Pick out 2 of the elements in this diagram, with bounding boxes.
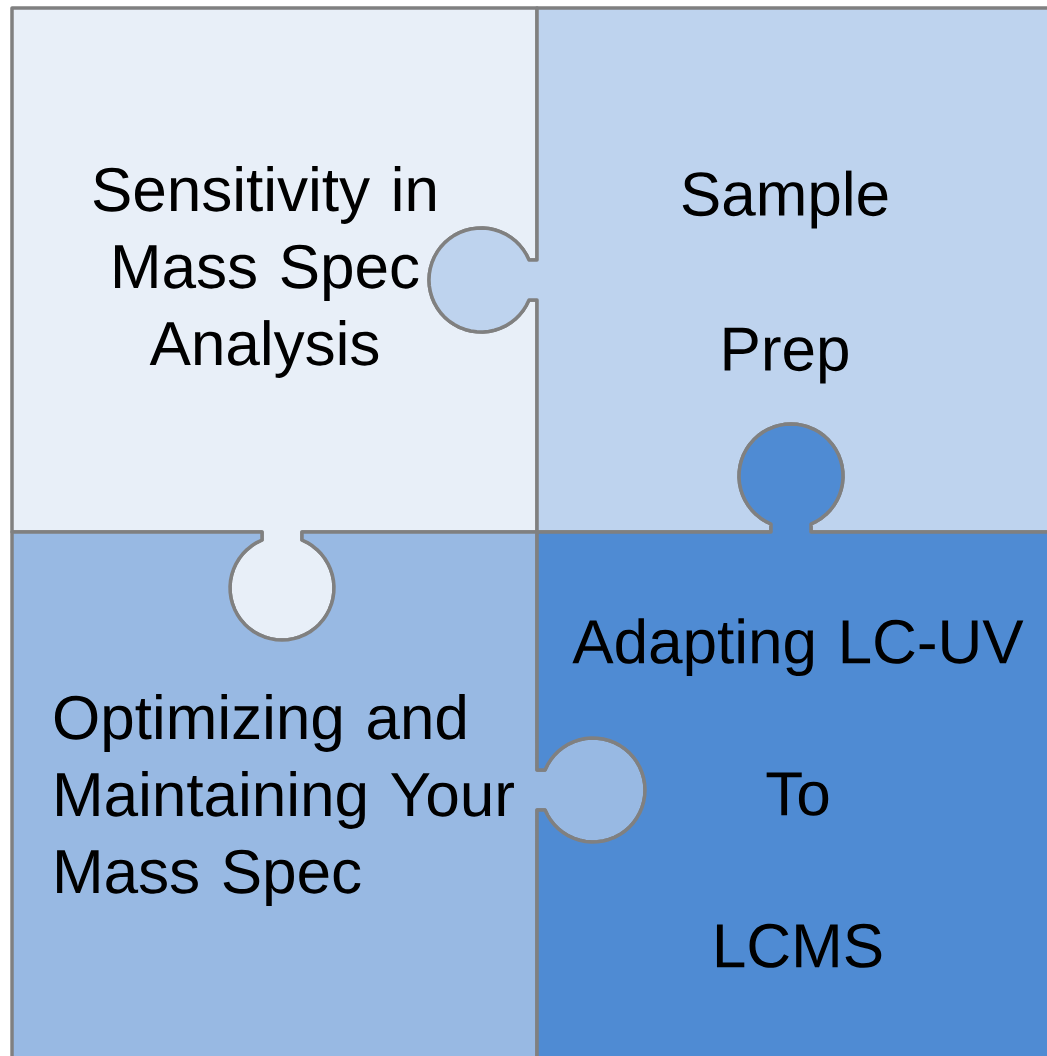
puzzle-piece: Sensitivity in Mass Spec Analysis [10, 6, 539, 642]
puzzle-piece: Adapting LC-UV To LCMS [535, 422, 1047, 1056]
